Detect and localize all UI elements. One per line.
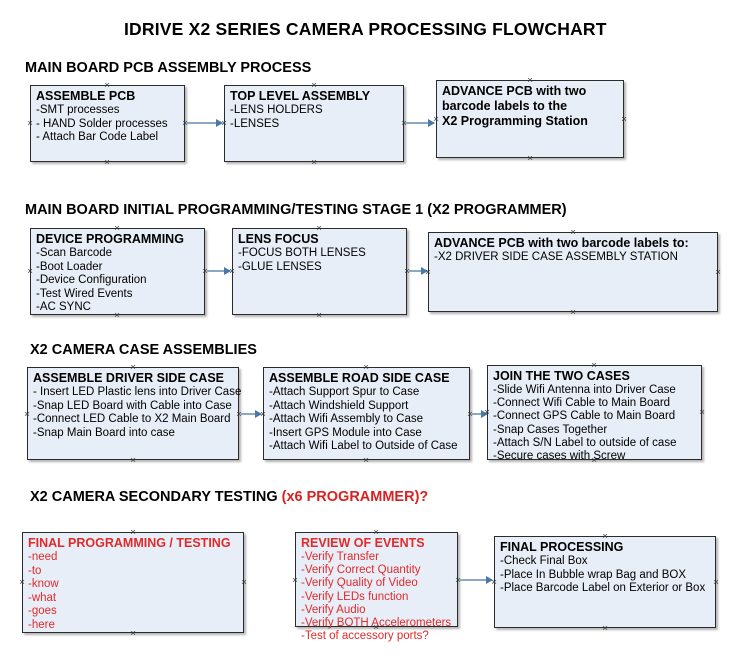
- connector-lens-focus-to-advance-pcb: [409, 267, 428, 275]
- node-line: - HAND Solder processes: [36, 117, 168, 130]
- node-line: -to: [28, 564, 42, 577]
- section-heading-text: MAIN BOARD INITIAL PROGRAMMING/TESTING S…: [25, 202, 567, 218]
- node-line: -here: [28, 618, 55, 631]
- node-line: - Insert LED Plastic lens into Driver Ca…: [33, 386, 242, 398]
- connector-device-programming-to-lens-focus: [207, 267, 231, 275]
- node-line: -goes: [28, 605, 57, 618]
- node-title: ADVANCE PCB with two: [442, 84, 587, 98]
- node-review-of-events[interactable]: REVIEW OF EVENTS -Verify Transfer -Verif…: [295, 532, 458, 642]
- node-line: -LENS HOLDERS: [230, 104, 323, 116]
- node-line: -Scan Barcode: [36, 247, 113, 259]
- node-advance-pcb-driver-side-station[interactable]: ADVANCE PCB with two barcode labels to: …: [428, 232, 718, 312]
- node-line: -what: [28, 591, 57, 604]
- section-heading-text: X2 CAMERA SECONDARY TESTING: [30, 489, 282, 505]
- node-advance-pcb-programming-station[interactable]: ADVANCE PCB with two barcode labels to t…: [436, 80, 624, 158]
- node-line: -SMT processes: [36, 104, 120, 116]
- section-heading-accent: (x6 PROGRAMMER)?: [281, 489, 429, 505]
- node-title: FINAL PROGRAMMING / TESTING: [28, 536, 231, 550]
- node-line: -Connect Wifi Cable to Main Board: [493, 397, 671, 410]
- node-line: -FOCUS BOTH LENSES: [238, 247, 366, 259]
- node-title: DEVICE PROGRAMMING: [36, 232, 184, 246]
- node-line: -Verify Correct Quantity: [301, 564, 421, 577]
- node-line: -Place Barcode Label on Exterior or Box: [500, 582, 706, 595]
- connector-road-side-to-join-cases: [472, 410, 488, 418]
- node-assemble-road-side-case[interactable]: ASSEMBLE ROAD SIDE CASE -Attach Support …: [263, 367, 470, 460]
- node-line: -need: [28, 551, 58, 563]
- node-title: ADVANCE PCB with two barcode labels to:: [434, 236, 689, 250]
- page-title: IDRIVE X2 SERIES CAMERA PROCESSING FLOWC…: [124, 19, 607, 39]
- node-title: JOIN THE TWO CASES: [493, 369, 630, 383]
- connector-assemble-pcb-to-top-level-assembly: [187, 119, 223, 127]
- node-line: -Snap Main Board into case: [33, 426, 175, 439]
- node-device-programming[interactable]: DEVICE PROGRAMMING -Scan Barcode -Boot L…: [30, 228, 205, 315]
- node-line: -Attach Wifi Label to Outside of Case: [269, 440, 458, 453]
- node-line: -Test Wired Events: [36, 287, 133, 300]
- section-heading-x2-camera-case-assemblies: X2 CAMERA CASE ASSEMBLIES: [30, 342, 257, 358]
- node-line: -Connect LED Cable to X2 Main Board: [33, 413, 231, 426]
- connector-review-of-events-to-final-processing: [460, 576, 493, 584]
- node-title: ASSEMBLE PCB: [36, 89, 136, 103]
- node-line: -Secure cases with Screw: [493, 450, 626, 463]
- node-title-cont: X2 Programming Station: [442, 114, 588, 128]
- node-line: -Attach S/N Label to outside of case: [493, 436, 677, 449]
- node-title-cont: barcode labels to the: [442, 99, 568, 113]
- connector-driver-side-to-road-side: [241, 410, 262, 418]
- node-lens-focus[interactable]: LENS FOCUS -FOCUS BOTH LENSES -GLUE LENS…: [232, 228, 407, 315]
- node-line: -Verify LEDs function: [301, 590, 409, 603]
- node-title: REVIEW OF EVENTS: [301, 536, 425, 550]
- node-line: -Slide Wifi Antenna into Driver Case: [493, 384, 676, 396]
- node-line: -Device Configuration: [36, 274, 147, 287]
- node-line: -Attach Wifi Assembly to Case: [269, 413, 424, 426]
- node-line: -Verify BOTH Accelerometers: [301, 617, 452, 630]
- node-line: -know: [28, 578, 59, 591]
- node-title: ASSEMBLE DRIVER SIDE CASE: [33, 371, 225, 385]
- node-line: -X2 DRIVER SIDE CASE ASSEMBLY STATION: [434, 251, 678, 263]
- node-title: ASSEMBLE ROAD SIDE CASE: [269, 371, 450, 385]
- node-line: -LENSES: [230, 117, 280, 130]
- node-line: -Attach Windshield Support: [269, 399, 409, 412]
- node-assemble-pcb[interactable]: ASSEMBLE PCB -SMT processes - HAND Solde…: [30, 85, 185, 162]
- connector-top-level-assembly-to-advance-pcb: [406, 119, 435, 127]
- node-line: -Boot Loader: [36, 260, 103, 273]
- node-line: -Insert GPS Module into Case: [269, 426, 422, 439]
- node-line: -AC SYNC: [36, 301, 91, 314]
- node-top-level-assembly[interactable]: TOP LEVEL ASSEMBLY -LENS HOLDERS -LENSES: [224, 85, 404, 162]
- node-title: LENS FOCUS: [238, 232, 319, 246]
- section-heading-main-board-initial-programming: MAIN BOARD INITIAL PROGRAMMING/TESTING S…: [25, 202, 567, 218]
- section-heading-main-board-pcb-assembly-process: MAIN BOARD PCB ASSEMBLY PROCESS: [25, 60, 311, 76]
- node-title: TOP LEVEL ASSEMBLY: [230, 89, 371, 103]
- node-final-programming-testing[interactable]: FINAL PROGRAMMING / TESTING -need -to -k…: [22, 532, 244, 633]
- node-line: -Verify Transfer: [301, 551, 379, 563]
- node-line-overflow: -Test of accessory ports?: [301, 630, 429, 643]
- node-line: -GLUE LENSES: [238, 260, 322, 273]
- section-heading-text: MAIN BOARD PCB ASSEMBLY PROCESS: [25, 60, 312, 76]
- node-line: -Check Final Box: [500, 555, 588, 567]
- node-line: -Connect GPS Cable to Main Board: [493, 410, 676, 423]
- node-line: -Place In Bubble wrap Bag and BOX: [500, 568, 687, 581]
- node-line: -Snap Cases Together: [493, 423, 608, 436]
- node-line: -Verify Audio: [301, 603, 366, 616]
- node-line: -Verify Quality of Video: [301, 577, 418, 590]
- node-line: - Attach Bar Code Label: [36, 131, 159, 144]
- node-title: FINAL PROCESSING: [500, 540, 624, 554]
- node-line: -Snap LED Board with Cable into Case: [33, 399, 232, 412]
- node-line: -Attach Support Spur to Case: [269, 386, 420, 398]
- node-final-processing[interactable]: FINAL PROCESSING -Check Final Box -Place…: [494, 536, 716, 628]
- node-join-the-two-cases[interactable]: JOIN THE TWO CASES -Slide Wifi Antenna i…: [487, 365, 702, 463]
- node-assemble-driver-side-case[interactable]: ASSEMBLE DRIVER SIDE CASE - Insert LED P…: [27, 367, 242, 460]
- section-heading-text: X2 CAMERA CASE ASSEMBLIES: [30, 342, 257, 358]
- section-heading-x2-camera-secondary-testing: X2 CAMERA SECONDARY TESTING (x6 PROGRAMM…: [30, 489, 428, 505]
